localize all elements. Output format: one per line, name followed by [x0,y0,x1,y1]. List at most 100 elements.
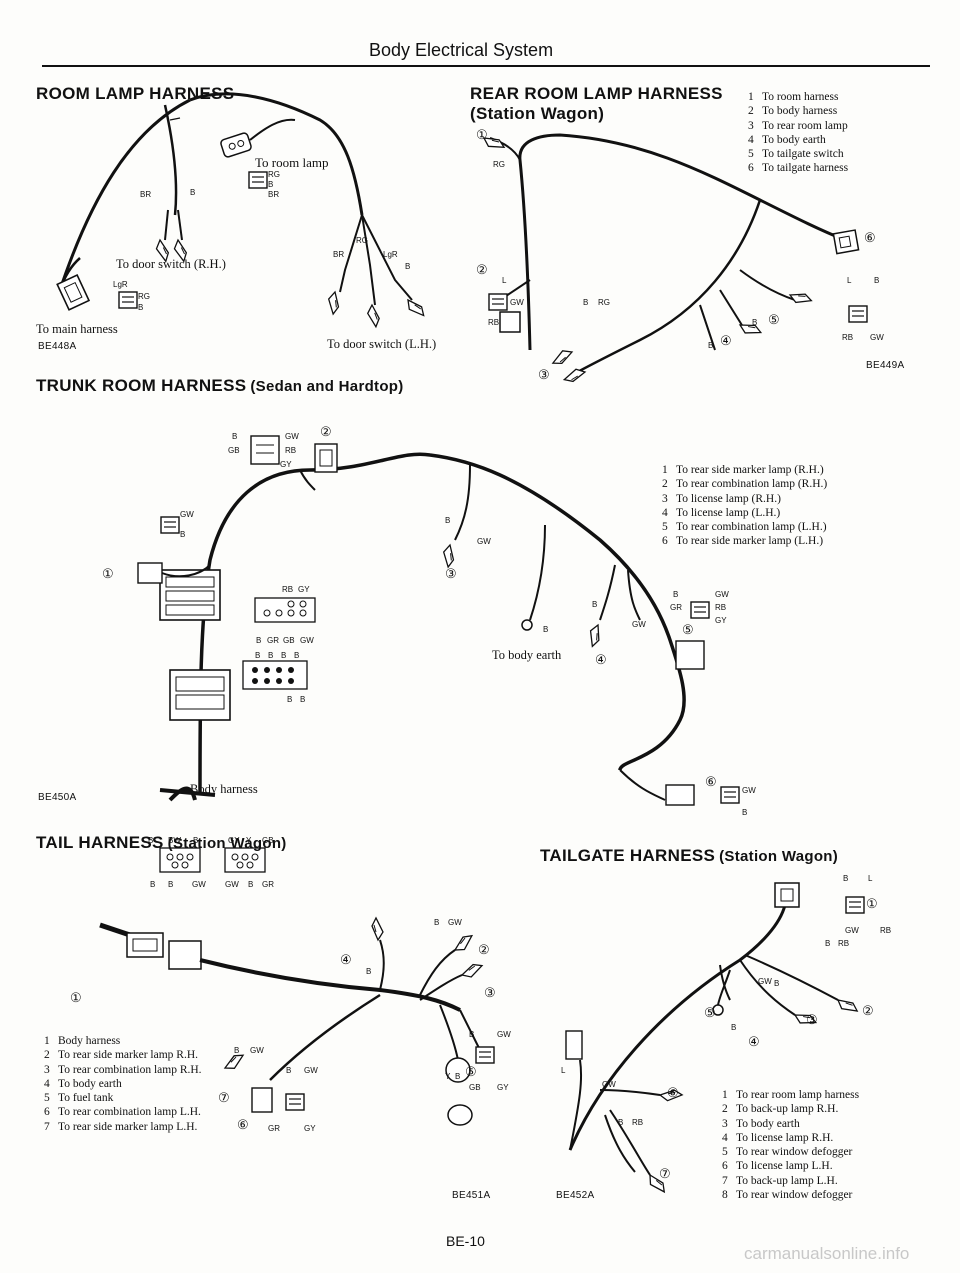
callout-5: ⑤ [704,1005,716,1020]
wire-code: GY [280,460,292,469]
wire-code: L [847,276,852,285]
wire-code: GY [497,1083,509,1092]
wire-code: B [618,1118,624,1127]
wire-code: GY [228,836,240,845]
page-number: BE-10 [446,1233,485,1249]
callout-7: ⑦ [218,1090,230,1105]
wire-code: GR [262,880,274,889]
tailgate-code: BE452A [556,1190,595,1201]
wire-code: GY [304,1124,316,1133]
callout-4: ④ [595,652,607,667]
room-lamp-label-4: To door switch (L.H.) [327,337,437,351]
wire-code: B [150,880,156,889]
wire-code: B [405,262,411,271]
callout-2: ② [476,262,488,277]
wire-code: GB [469,1083,481,1092]
callout-6: ⑥ [667,1085,679,1100]
wire-code: RG [493,160,505,169]
wire-code: B [445,516,451,525]
wire-code: B [742,808,748,817]
callout-2: ② [478,942,490,957]
wire-code: B [583,298,589,307]
watermark: carmanualsonline.info [744,1244,910,1263]
wire-code: L [561,1066,566,1075]
wire-code: GW [477,537,491,546]
wire-code: B [234,1046,240,1055]
wire-code: B [190,188,196,197]
trunk-title-row: TRUNK ROOM HARNESS (Sedan and Hardtop) [36,376,404,396]
callout-6: ⑥ [705,774,717,789]
trunk-room-drawing [137,435,740,806]
callout-4: ④ [748,1034,760,1049]
wire-code: RG [268,170,280,179]
tail-title-row: TAIL HARNESS (Station Wagon) [36,833,287,853]
room-lamp-label-1: To room lamp [255,155,329,170]
wire-code: GR [268,1124,280,1133]
wire-code: RB [838,939,850,948]
tail-subtitle: (Station Wagon) [167,835,287,852]
wire-code: Y [445,1072,451,1081]
callout-5: ⑤ [465,1064,477,1079]
rear-room-subtitle: (Station Wagon) [470,104,605,123]
wire-code: RG [598,298,610,307]
room-lamp-title: ROOM LAMP HARNESS [36,84,235,103]
wire-code: B [268,651,274,660]
callout-4: ④ [340,952,352,967]
callout-1: ① [102,566,114,581]
wire-code: L [868,874,873,883]
wire-code: B [300,695,306,704]
wire-code: GW [225,880,239,889]
tail-title: TAIL HARNESS [36,833,164,852]
wire-code: GB [262,836,274,845]
callout-3: ③ [806,1012,818,1027]
wire-code: B [232,432,238,441]
wire-code: B [543,625,549,634]
rear-room-title: REAR ROOM LAMP HARNESS [470,84,723,103]
wire-code: GW [448,918,462,927]
trunk-title: TRUNK ROOM HARNESS [36,376,247,395]
wire-code: GW [845,926,859,935]
wire-code: GW [510,298,524,307]
wire-code: L [502,276,507,285]
wire-code: Y [246,836,252,845]
wire-code: GW [285,432,299,441]
wire-code: GW [250,1046,264,1055]
wire-code: B [255,651,261,660]
wire-code: B [434,918,440,927]
wire-code: B [825,939,831,948]
wire-code: B [708,341,714,350]
callout-7: ⑦ [659,1166,671,1181]
callout-6: ⑥ [864,230,876,245]
wire-code: B [673,590,679,599]
wire-code: RB [880,926,892,935]
wire-code: RG [356,236,368,245]
wire-code: B [248,880,254,889]
callout-2: ② [862,1003,874,1018]
callout-3: ③ [484,985,496,1000]
wire-code: B [592,600,598,609]
wire-code: B [193,836,199,845]
wire-code: B [366,967,372,976]
trunk-code: BE450A [38,792,77,803]
wire-code: GW [180,510,194,519]
callout-5: ⑤ [682,622,694,637]
